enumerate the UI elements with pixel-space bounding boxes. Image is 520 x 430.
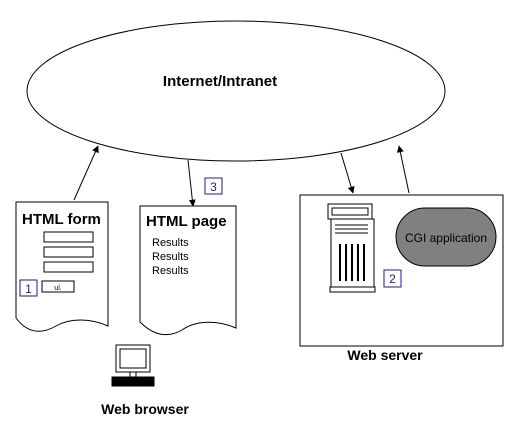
cgi-application-label: CGI application [405,231,487,245]
form-submit-label: ul. [54,285,61,292]
cgi-application-shape [395,207,497,267]
form-submit-button [41,280,75,293]
form-field-3 [43,261,94,273]
step-box-2 [383,269,402,288]
result-line-3: Results [152,265,189,277]
step-box-1 [19,279,38,297]
form-field-1 [43,231,94,243]
computer-icon [111,344,155,387]
arrow-cloud-to-page [187,159,196,207]
server-tower-icon [327,203,376,293]
step-number-3: 3 [210,180,217,194]
arrow-form-to-cloud [73,145,99,201]
internet-cloud: Internet/Intranet [26,20,446,162]
html-page-title: HTML page [146,213,227,230]
html-form-document: HTML form 1 ul. [15,201,109,332]
result-line-1: Results [152,237,189,249]
arrow-cloud-to-server [340,152,355,194]
web-server-box: CGI application 2 [299,194,504,347]
web-browser-label: Web browser [101,401,189,417]
arrow-server-to-cloud [396,145,410,194]
step-box-3 [204,177,223,195]
step-number-1: 1 [25,282,32,296]
form-field-2 [43,246,94,258]
html-form-title: HTML form [22,211,101,228]
web-server-label: Web server [347,347,423,363]
html-page-document: HTML page Results Results Results 3 [139,177,237,336]
step-number-2: 2 [389,272,396,286]
result-line-2: Results [152,251,189,263]
cloud-label: Internet/Intranet [163,73,277,90]
